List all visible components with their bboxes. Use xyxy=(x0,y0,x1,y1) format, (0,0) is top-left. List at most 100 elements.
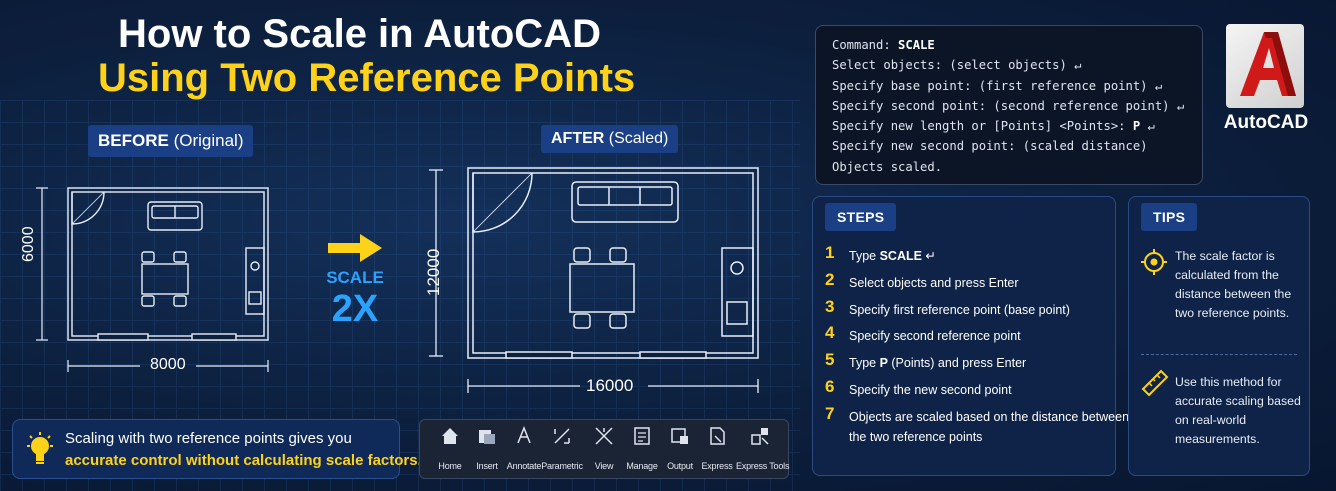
ribbon-tab-parametric[interactable]: Parametric xyxy=(540,426,584,471)
output-icon xyxy=(671,428,688,444)
ribbon-tab-home[interactable]: Home xyxy=(428,426,472,471)
ribbon-tab-label: Insert xyxy=(476,461,498,471)
ribbon-tab-label: Manage xyxy=(626,461,658,471)
command-text: Specify new length or [Points] <Points>: xyxy=(832,119,1133,134)
express-tools-icon xyxy=(751,428,769,445)
step-number: 4 xyxy=(825,323,835,342)
command-text: Select objects: (select objects) ↵ xyxy=(832,58,1082,73)
autocad-logo-text: AutoCAD xyxy=(1223,112,1309,133)
tip-callout-line-1: Scaling with two reference points gives … xyxy=(65,430,352,447)
command-text: ↵ xyxy=(1140,119,1155,134)
tip-callout-line-2: accurate control without calculating sca… xyxy=(65,452,422,469)
before-floor-plan xyxy=(36,187,269,372)
ribbon-tab-express[interactable]: Express xyxy=(695,426,739,471)
ribbon-tab-label: Home xyxy=(438,461,462,471)
command-text: Objects scaled. xyxy=(832,159,943,174)
before-label-sub: (Original) xyxy=(173,131,244,150)
autocad-ribbon: Home Insert Annotate Parametric View Man… xyxy=(419,419,789,479)
step-text: Specify second reference point xyxy=(849,329,1021,343)
ruler-icon xyxy=(1141,369,1169,397)
before-width-dim: 8000 xyxy=(150,356,186,373)
step-number: 2 xyxy=(825,270,835,289)
command-line: Select objects: (select objects) ↵ xyxy=(832,55,1186,75)
before-label: BEFORE (Original) xyxy=(88,125,254,157)
command-line: Objects scaled. xyxy=(832,157,1186,177)
after-label-sub: (Scaled) xyxy=(608,130,669,147)
scale-factor: 2X xyxy=(331,288,379,330)
steps-panel: STEPS 1 Type SCALE ↵ 2 Select objects an… xyxy=(812,196,1129,476)
ribbon-tab-label: Parametric xyxy=(541,461,583,471)
step-number: 3 xyxy=(825,297,835,316)
tip-callout: Scaling with two reference points gives … xyxy=(12,419,422,479)
command-line: Specify base point: (first reference poi… xyxy=(832,76,1186,96)
ribbon-tab-label: Annotate xyxy=(506,461,542,471)
command-line: Specify second point: (second reference … xyxy=(832,96,1186,116)
step-text: Specify first reference point (base poin… xyxy=(849,303,1070,317)
express-icon xyxy=(710,427,725,445)
manage-icon xyxy=(634,427,650,445)
step-keyword: P xyxy=(879,356,888,370)
ribbon-tab-label: View xyxy=(594,461,614,471)
step-text: Objects are scaled based on the distance… xyxy=(849,410,1130,424)
autocad-a-icon xyxy=(1240,32,1296,96)
tip-1-text: The scale factor is calculated from the … xyxy=(1175,249,1292,320)
ribbon-tab-express-tools[interactable]: Express Tools xyxy=(736,426,790,471)
view-icon xyxy=(595,427,613,445)
tips-header: TIPS xyxy=(1141,203,1198,231)
after-label: AFTER (Scaled) xyxy=(541,125,679,153)
title-line-2: Using Two Reference Points xyxy=(98,56,636,100)
after-floor-plan xyxy=(429,167,759,393)
command-line: Specify new length or [Points] <Points>:… xyxy=(832,116,1186,136)
ribbon-tab-view[interactable]: View xyxy=(582,426,626,471)
tip-2-text: Use this method for accurate scaling bas… xyxy=(1175,375,1301,446)
title-line-1: How to Scale in AutoCAD xyxy=(118,12,601,56)
step-text: Type xyxy=(849,249,880,263)
tips-divider xyxy=(1141,354,1297,355)
autocad-logo-tile xyxy=(1226,24,1304,108)
tips-panel: TIPS The scale factor is calculated from… xyxy=(1128,196,1310,476)
ribbon-tab-label: Output xyxy=(667,461,693,471)
ribbon-tab-label: Express Tools xyxy=(736,461,790,471)
parametric-icon xyxy=(554,428,570,444)
ribbon-tab-insert[interactable]: Insert xyxy=(465,426,509,471)
step-text: Specify the new second point xyxy=(849,383,1012,397)
step-number: 7 xyxy=(825,404,835,423)
step-text: (Points) and press Enter xyxy=(887,356,1027,370)
command-text: Specify base point: (first reference poi… xyxy=(832,78,1163,93)
command-text: Command: xyxy=(832,38,899,52)
ribbon-tab-annotate[interactable]: Annotate xyxy=(502,425,546,471)
after-label-bold: AFTER xyxy=(551,130,605,147)
command-line-panel: Command: SCALE Select objects: (select o… xyxy=(815,25,1203,185)
insert-icon xyxy=(479,430,495,444)
target-icon xyxy=(1141,249,1167,275)
step-number: 5 xyxy=(825,350,835,369)
step-text: Select objects and press Enter xyxy=(849,276,1019,290)
step-text: ↵ xyxy=(921,249,936,263)
command-text: Specify second point: (second reference … xyxy=(832,98,1185,113)
ribbon-tab-manage[interactable]: Manage xyxy=(620,426,664,471)
autocad-logo: AutoCAD xyxy=(1220,24,1320,144)
step-keyword: SCALE xyxy=(879,249,922,263)
command-text: Specify new second point: (scaled distan… xyxy=(832,139,1148,154)
after-height-dim: 12000 xyxy=(424,248,443,296)
step-text: the two reference points xyxy=(849,430,983,444)
before-height-dim: 6000 xyxy=(20,226,37,262)
lightbulb-icon xyxy=(27,432,53,464)
command-keyword: P xyxy=(1132,119,1141,134)
home-icon xyxy=(442,428,458,444)
step-number: 6 xyxy=(825,377,835,396)
ribbon-tab-label: Express xyxy=(701,461,733,471)
ribbon-tab-output[interactable]: Output xyxy=(658,426,702,471)
command-line: Command: SCALE xyxy=(832,35,1186,55)
arrow-right-icon xyxy=(328,234,382,262)
step-number: 1 xyxy=(825,243,835,262)
step-text: Type xyxy=(849,356,880,370)
steps-header: STEPS xyxy=(825,203,897,231)
scale-word: SCALE xyxy=(326,268,384,287)
annotate-icon xyxy=(517,425,531,444)
command-keyword: SCALE xyxy=(898,38,935,52)
before-label-bold: BEFORE xyxy=(98,131,169,150)
after-width-dim: 16000 xyxy=(586,376,634,395)
command-line: Specify new second point: (scaled distan… xyxy=(832,136,1186,156)
